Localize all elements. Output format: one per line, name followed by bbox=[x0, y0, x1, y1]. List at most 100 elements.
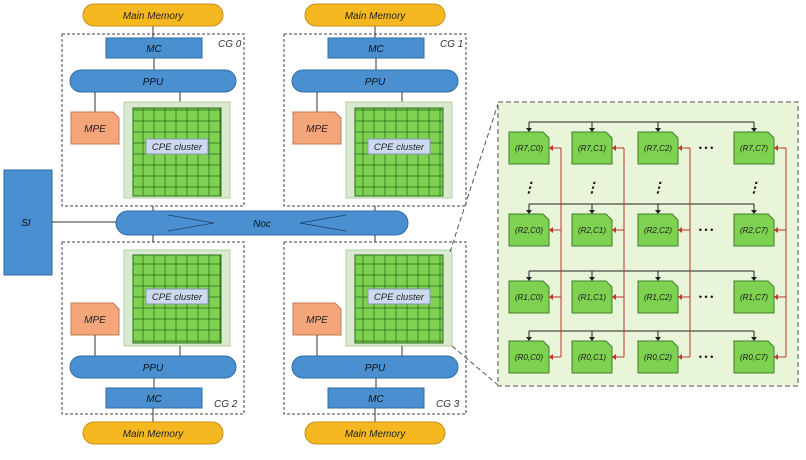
ppu-label: PPU bbox=[365, 363, 386, 374]
main-memory-label: Main Memory bbox=[123, 11, 185, 22]
cpe-node bbox=[571, 131, 613, 165]
main-memory bbox=[304, 3, 446, 27]
noc-line bbox=[167, 214, 215, 224]
cpe-node-label: (R1,C2) bbox=[644, 293, 672, 302]
si-block bbox=[3, 169, 53, 276]
cg-label: CG 1 bbox=[440, 39, 463, 50]
mc-label: MC bbox=[146, 44, 162, 55]
arrow-head bbox=[612, 354, 616, 360]
cpe-node-label: (R0,C0) bbox=[515, 353, 543, 362]
cpe-cluster-label: CPE cluster bbox=[374, 292, 425, 303]
arrow-head bbox=[655, 277, 661, 281]
arrow-head bbox=[774, 227, 778, 233]
main-memory bbox=[304, 421, 446, 445]
core-group-1: CG 1 Main Memory MC PPU MPE CPE cluster bbox=[283, 3, 467, 207]
mpe-block bbox=[292, 111, 342, 145]
cpe-grid-panel: (R7,C0)(R7,C1)(R7,C2)(R7,C7)(R2,C0)(R2,C… bbox=[497, 101, 799, 387]
cpe-node bbox=[571, 213, 613, 247]
mpe-label: MPE bbox=[84, 124, 106, 135]
ppu-block bbox=[291, 69, 459, 93]
cg-label: CG 3 bbox=[436, 399, 460, 410]
cpe-node-label: (R2,C2) bbox=[644, 226, 672, 235]
main-memory bbox=[82, 3, 224, 27]
cpe-node-label: (R2,C1) bbox=[578, 226, 606, 235]
cpe-node-label: (R1,C7) bbox=[740, 293, 768, 302]
cpe-node-label: (R7,C7) bbox=[740, 144, 768, 153]
noc-line bbox=[299, 214, 347, 224]
arrow-head bbox=[526, 337, 532, 341]
cpe-node-label: (R0,C2) bbox=[644, 353, 672, 362]
main-memory-label: Main Memory bbox=[123, 429, 185, 440]
cpe-cluster-label-box bbox=[367, 288, 431, 305]
arrow-head bbox=[526, 210, 532, 214]
cpe-node-label: (R7,C2) bbox=[644, 144, 672, 153]
cpe-node bbox=[637, 213, 679, 247]
arrow-head bbox=[655, 128, 661, 132]
mc-block bbox=[105, 387, 203, 409]
mc-label: MC bbox=[368, 394, 384, 405]
column-ellipsis: • • • bbox=[699, 225, 713, 235]
arrow-head bbox=[774, 354, 778, 360]
arrow-head bbox=[751, 210, 757, 214]
ppu-label: PPU bbox=[143, 77, 164, 88]
arrow-head bbox=[751, 277, 757, 281]
cpe-node-label: (R7,C0) bbox=[515, 144, 543, 153]
core-group-0: CG 0 Main Memory MC PPU MPE CPE cluster bbox=[61, 3, 245, 207]
cpe-node bbox=[733, 340, 775, 374]
main-memory bbox=[82, 421, 224, 445]
noc-line bbox=[167, 222, 215, 232]
zoom-connector-top bbox=[449, 103, 499, 253]
cpe-node-label: (R1,C0) bbox=[515, 293, 543, 302]
arrow-head bbox=[589, 128, 595, 132]
cpe-node bbox=[508, 213, 550, 247]
arrow-head bbox=[526, 277, 532, 281]
mc-label: MC bbox=[368, 44, 384, 55]
arrow-head bbox=[549, 145, 553, 151]
cg-label: CG 2 bbox=[214, 399, 238, 410]
si-label: SI bbox=[21, 218, 31, 229]
mpe-block bbox=[292, 302, 342, 336]
cpe-cluster-label: CPE cluster bbox=[152, 292, 203, 303]
arrow-head bbox=[549, 354, 553, 360]
noc-line bbox=[299, 222, 347, 232]
ppu-block bbox=[69, 69, 237, 93]
cpe-node bbox=[508, 280, 550, 314]
cpe-node-label: (R1,C1) bbox=[578, 293, 606, 302]
ppu-block bbox=[69, 355, 237, 379]
row-ellipsis: ⋮ bbox=[747, 179, 761, 195]
cpe-node bbox=[571, 280, 613, 314]
arrow-head bbox=[612, 145, 616, 151]
main-memory-label: Main Memory bbox=[345, 11, 407, 22]
arrow-head bbox=[549, 294, 553, 300]
ppu-label: PPU bbox=[365, 77, 386, 88]
arrow-head bbox=[678, 227, 682, 233]
cpe-node-label: (R2,C0) bbox=[515, 226, 543, 235]
cpe-node bbox=[571, 340, 613, 374]
arrow-head bbox=[589, 210, 595, 214]
arrow-head bbox=[612, 227, 616, 233]
arrow-head bbox=[678, 354, 682, 360]
arrow-head bbox=[678, 145, 682, 151]
cpe-node bbox=[733, 213, 775, 247]
core-group-2: CG 2 CPE cluster MPE PPU MC Main Memory bbox=[61, 241, 245, 445]
mc-block bbox=[327, 387, 425, 409]
cpe-node-label: (R2,C7) bbox=[740, 226, 768, 235]
column-ellipsis: • • • bbox=[699, 292, 713, 302]
cpe-node bbox=[508, 340, 550, 374]
main-memory-label: Main Memory bbox=[345, 429, 407, 440]
row-ellipsis: ⋮ bbox=[651, 179, 665, 195]
cpe-node-label: (R0,C7) bbox=[740, 353, 768, 362]
mpe-block bbox=[70, 302, 120, 336]
zoom-connector-bottom bbox=[451, 345, 499, 386]
cpe-cluster-label: CPE cluster bbox=[374, 142, 425, 153]
mpe-label: MPE bbox=[84, 315, 106, 326]
row-ellipsis: ⋮ bbox=[585, 179, 599, 195]
cpe-cluster-label-box bbox=[145, 138, 209, 155]
cpe-cluster-label: CPE cluster bbox=[152, 142, 203, 153]
cpe-node bbox=[733, 131, 775, 165]
ppu-label: PPU bbox=[143, 363, 164, 374]
cpe-cluster-label-box bbox=[145, 288, 209, 305]
arrow-head bbox=[589, 337, 595, 341]
arrow-head bbox=[549, 227, 553, 233]
column-ellipsis: • • • bbox=[699, 143, 713, 153]
